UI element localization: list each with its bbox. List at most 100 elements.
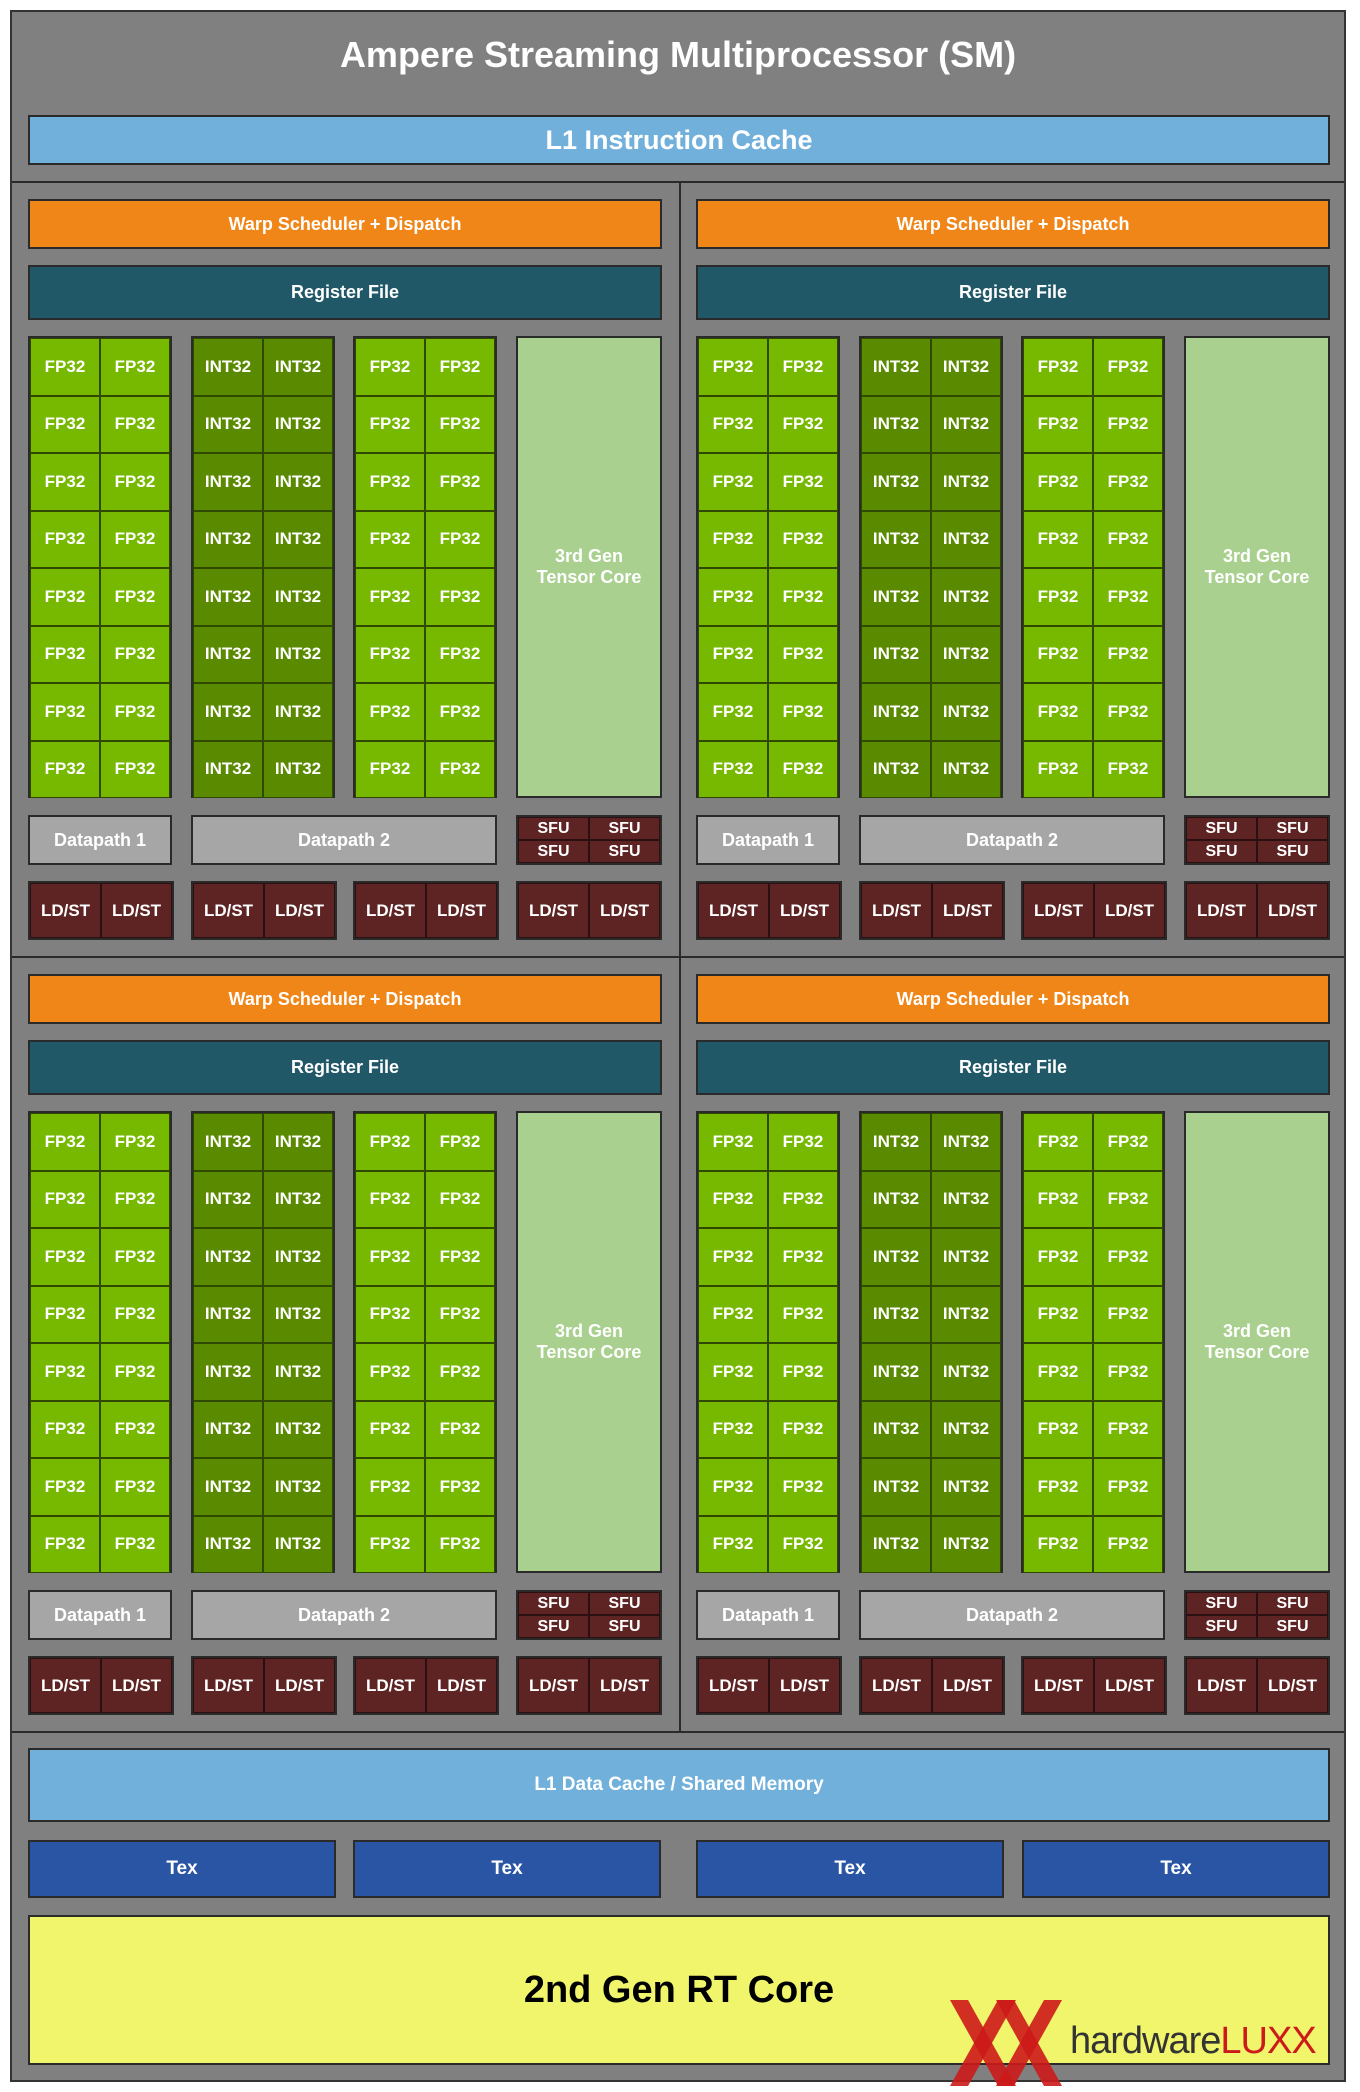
logo-xx-icon bbox=[950, 2000, 1062, 2086]
fp32-core: FP32 bbox=[425, 453, 495, 511]
fp32-core: FP32 bbox=[1023, 453, 1093, 511]
fp32-core: FP32 bbox=[1023, 510, 1093, 568]
fp32-core: FP32 bbox=[1023, 1285, 1093, 1343]
fp32-core: FP32 bbox=[1093, 1343, 1163, 1401]
fp32-core: FP32 bbox=[768, 1228, 838, 1286]
fp32-core: FP32 bbox=[768, 1170, 838, 1228]
fp32-core: FP32 bbox=[1093, 1400, 1163, 1458]
int32-core: INT32 bbox=[263, 1458, 333, 1516]
int32-core: INT32 bbox=[931, 395, 1001, 453]
ldst-unit: LD/ST bbox=[589, 1658, 660, 1713]
fp32-core: FP32 bbox=[698, 510, 768, 568]
fp32-core: FP32 bbox=[100, 1458, 170, 1516]
fp32-core: FP32 bbox=[1093, 510, 1163, 568]
ldst-unit: LD/ST bbox=[769, 1658, 840, 1713]
fp32-core: FP32 bbox=[30, 1170, 100, 1228]
fp32-core: FP32 bbox=[100, 1113, 170, 1171]
fp32-core: FP32 bbox=[698, 338, 768, 396]
sfu-unit: SFU bbox=[1257, 1615, 1328, 1638]
fp32-core: FP32 bbox=[30, 568, 100, 626]
int32-core: INT32 bbox=[263, 338, 333, 396]
int32-core: INT32 bbox=[263, 1170, 333, 1228]
fp32-core: FP32 bbox=[425, 1228, 495, 1286]
int32-core: INT32 bbox=[193, 1343, 263, 1401]
fp32-core: FP32 bbox=[30, 683, 100, 741]
fp32-core: FP32 bbox=[698, 1458, 768, 1516]
datapath-1: Datapath 1 bbox=[28, 815, 172, 865]
int32-core: INT32 bbox=[931, 453, 1001, 511]
fp32-core: FP32 bbox=[100, 453, 170, 511]
l1-instruction-cache: L1 Instruction Cache bbox=[28, 115, 1330, 165]
fp32-core: FP32 bbox=[768, 395, 838, 453]
fp32-core: FP32 bbox=[768, 1400, 838, 1458]
fp32-core: FP32 bbox=[1093, 568, 1163, 626]
ldst-unit: LD/ST bbox=[30, 883, 101, 938]
int32-core: INT32 bbox=[263, 625, 333, 683]
sfu-unit: SFU bbox=[518, 1592, 589, 1615]
sfu-unit: SFU bbox=[1257, 817, 1328, 840]
tex-unit: Tex bbox=[353, 1840, 661, 1898]
int32-core: INT32 bbox=[931, 1285, 1001, 1343]
int32-core: INT32 bbox=[931, 1515, 1001, 1573]
ldst-unit: LD/ST bbox=[101, 883, 172, 938]
ldst-unit: LD/ST bbox=[426, 1658, 497, 1713]
fp32-core: FP32 bbox=[30, 510, 100, 568]
register-file: Register File bbox=[28, 265, 662, 320]
fp32-core: FP32 bbox=[355, 683, 425, 741]
tex-unit: Tex bbox=[1022, 1840, 1330, 1898]
fp32-core: FP32 bbox=[768, 1515, 838, 1573]
sfu-unit: SFU bbox=[1186, 840, 1257, 863]
fp32-core: FP32 bbox=[355, 338, 425, 396]
ldst-unit: LD/ST bbox=[1094, 883, 1165, 938]
fp32-core: FP32 bbox=[425, 1400, 495, 1458]
fp32-core: FP32 bbox=[355, 740, 425, 798]
fp32-core: FP32 bbox=[768, 625, 838, 683]
datapath-1: Datapath 1 bbox=[696, 815, 840, 865]
fp32-core: FP32 bbox=[768, 338, 838, 396]
fp32-core: FP32 bbox=[1023, 683, 1093, 741]
int32-core: INT32 bbox=[861, 1400, 931, 1458]
int32-core: INT32 bbox=[193, 683, 263, 741]
ldst-unit: LD/ST bbox=[698, 1658, 769, 1713]
register-file: Register File bbox=[28, 1040, 662, 1095]
datapath-1: Datapath 1 bbox=[696, 1590, 840, 1640]
tex-unit: Tex bbox=[28, 1840, 336, 1898]
fp32-core: FP32 bbox=[698, 1228, 768, 1286]
int32-core: INT32 bbox=[861, 1343, 931, 1401]
tex-unit: Tex bbox=[696, 1840, 1004, 1898]
int32-core: INT32 bbox=[193, 625, 263, 683]
sfu-unit: SFU bbox=[589, 1592, 660, 1615]
sfu-unit: SFU bbox=[1257, 840, 1328, 863]
fp32-core: FP32 bbox=[355, 453, 425, 511]
fp32-core: FP32 bbox=[100, 625, 170, 683]
fp32-core: FP32 bbox=[30, 625, 100, 683]
fp32-core: FP32 bbox=[1093, 1170, 1163, 1228]
fp32-core: FP32 bbox=[425, 1170, 495, 1228]
ldst-unit: LD/ST bbox=[1186, 1658, 1257, 1713]
fp32-core: FP32 bbox=[1023, 1343, 1093, 1401]
divider bbox=[12, 956, 1344, 958]
int32-core: INT32 bbox=[861, 740, 931, 798]
sfu-unit: SFU bbox=[518, 840, 589, 863]
ldst-unit: LD/ST bbox=[932, 1658, 1003, 1713]
l1-data-cache-shared-memory: L1 Data Cache / Shared Memory bbox=[28, 1748, 1330, 1822]
fp32-core: FP32 bbox=[100, 510, 170, 568]
ldst-unit: LD/ST bbox=[861, 883, 932, 938]
rt-core: 2nd Gen RT Core bbox=[28, 1915, 1330, 2065]
warp-scheduler-dispatch: Warp Scheduler + Dispatch bbox=[28, 199, 662, 249]
register-file: Register File bbox=[696, 1040, 1330, 1095]
warp-scheduler-dispatch: Warp Scheduler + Dispatch bbox=[696, 974, 1330, 1024]
int32-core: INT32 bbox=[861, 1228, 931, 1286]
warp-scheduler-dispatch: Warp Scheduler + Dispatch bbox=[696, 199, 1330, 249]
int32-core: INT32 bbox=[861, 1170, 931, 1228]
fp32-core: FP32 bbox=[698, 568, 768, 626]
fp32-core: FP32 bbox=[355, 395, 425, 453]
